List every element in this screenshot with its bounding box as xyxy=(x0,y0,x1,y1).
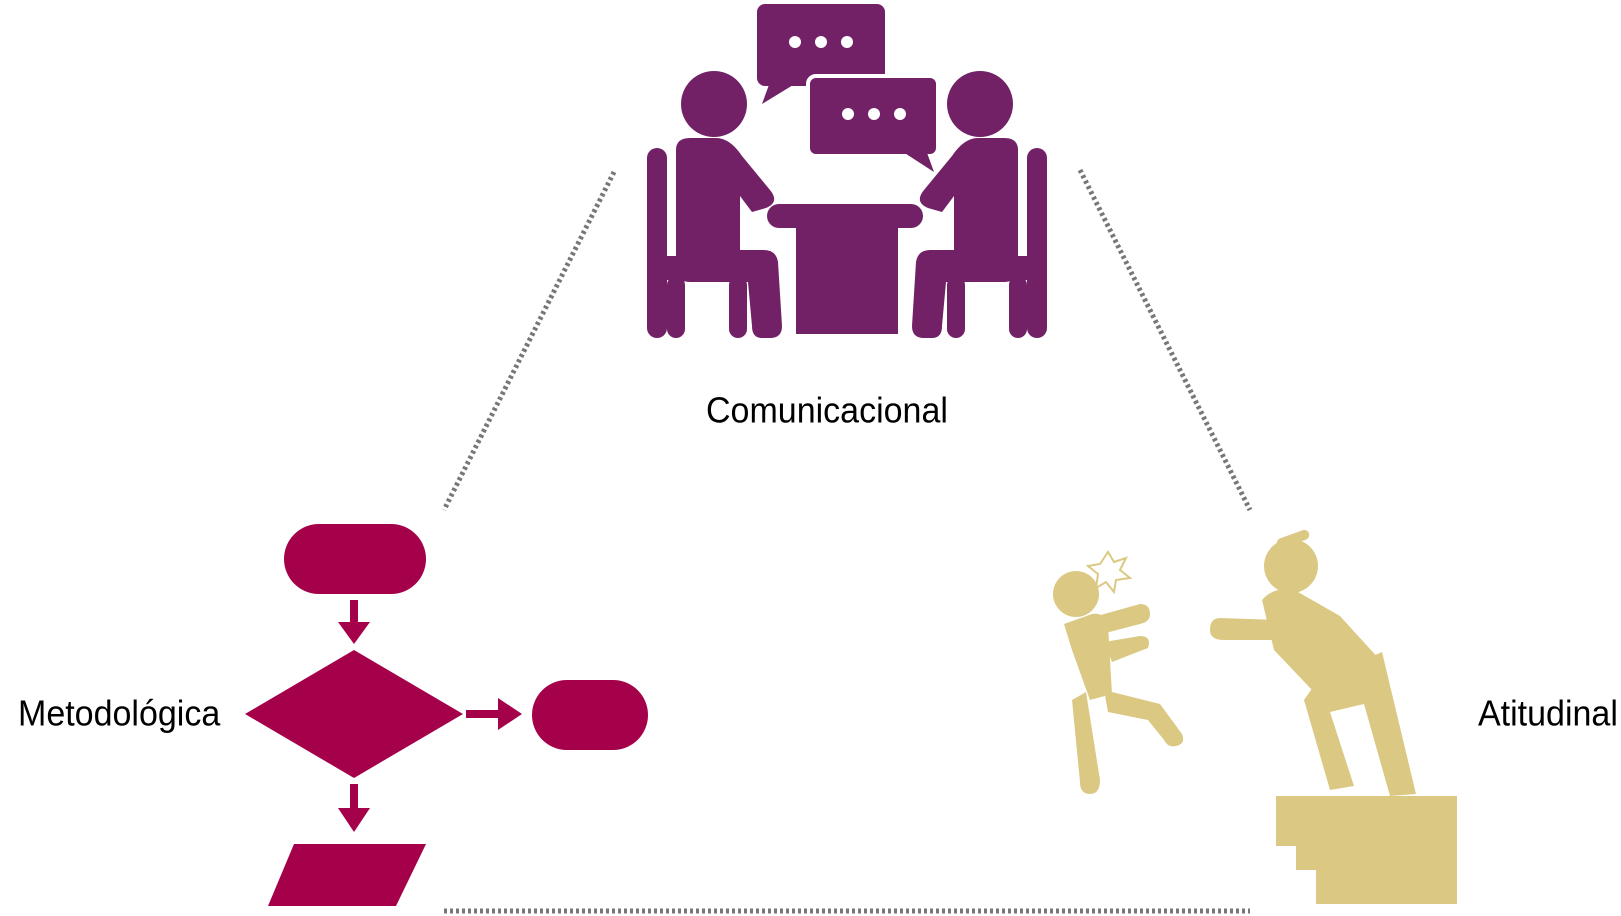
pushing-person-icon xyxy=(1053,529,1457,904)
podium-icon xyxy=(1276,796,1457,904)
flowchart-decision-diamond xyxy=(245,650,463,778)
person-left-icon xyxy=(676,71,782,338)
flowchart-io-parallelogram xyxy=(268,844,426,906)
flowchart-icon xyxy=(245,524,648,906)
node-label-atitudinal: Atitudinal xyxy=(1478,694,1618,734)
connector-comunicacional-metodologica xyxy=(441,170,617,512)
connector-comunicacional-atitudinal xyxy=(1077,168,1253,512)
person-right-icon xyxy=(912,71,1018,338)
speech-bubble-icon xyxy=(806,74,940,172)
speech-bubble-icon xyxy=(757,4,885,104)
chair-left-icon xyxy=(647,148,747,338)
node-label-comunicacional: Comunicacional xyxy=(706,391,948,431)
falling-person xyxy=(1053,571,1184,794)
arrow-down-icon xyxy=(338,784,370,832)
meeting-conversation-icon xyxy=(647,4,1047,338)
flowchart-start-terminal xyxy=(284,524,426,594)
chair-right-icon xyxy=(947,148,1047,338)
table-icon xyxy=(767,204,923,334)
arrow-right-icon xyxy=(466,698,522,730)
arrow-down-icon xyxy=(338,600,370,644)
flowchart-end-terminal xyxy=(532,680,648,750)
impact-burst-icon xyxy=(1085,550,1133,595)
pusher-person xyxy=(1210,529,1416,796)
node-label-metodologica: Metodológica xyxy=(18,694,221,734)
